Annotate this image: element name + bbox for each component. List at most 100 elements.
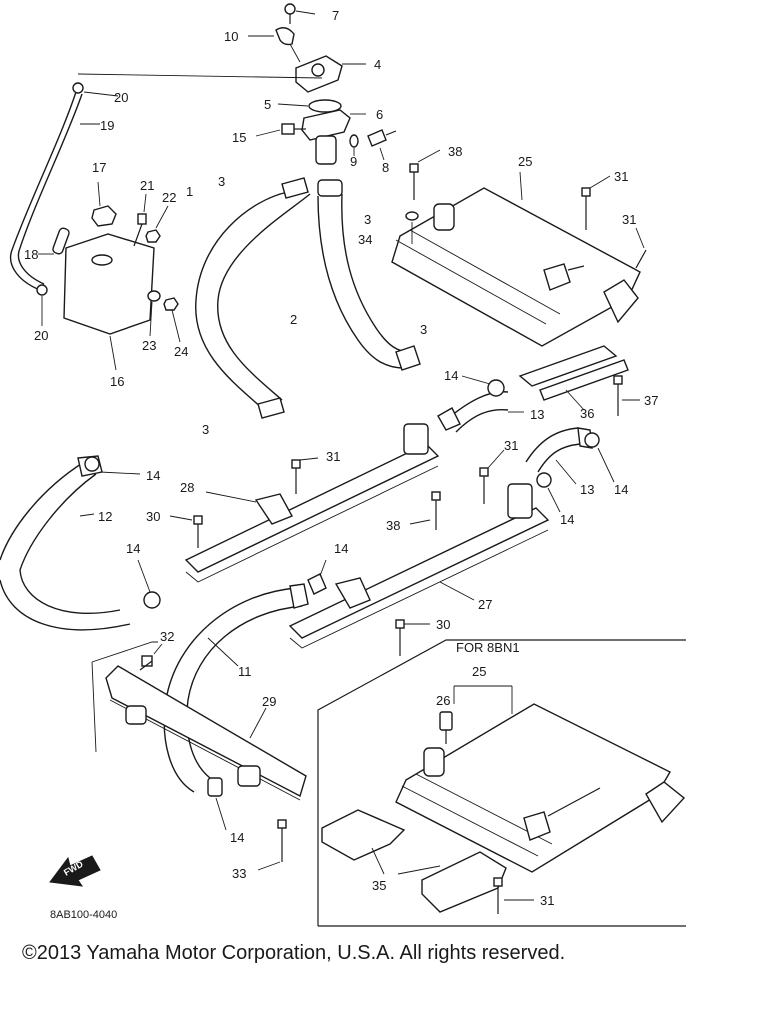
nut-part-22 [145, 205, 169, 243]
callout-14-mid: 14 [560, 512, 574, 527]
callout-21: 21 [140, 178, 154, 193]
clamp-part-14-upper [461, 375, 505, 397]
callout-19: 19 [100, 118, 114, 133]
hose-part-13-upper [437, 391, 524, 433]
callout-38-mid: 38 [386, 518, 400, 533]
callout-36: 36 [580, 406, 594, 421]
callout-12: 12 [98, 509, 112, 524]
bolt-part-30-mid [395, 619, 430, 656]
bolt-part-31-top-a [581, 175, 611, 230]
callout-14-left-top: 14 [146, 468, 160, 483]
clamp-part-14-left [137, 559, 161, 609]
clip-part-20-top [72, 82, 119, 97]
callout-13-upper: 13 [530, 407, 544, 422]
sensor-part-26 [439, 711, 453, 744]
callout-11: 11 [238, 664, 252, 679]
hose-part-19 [9, 91, 100, 291]
callout-3-b: 3 [364, 212, 371, 227]
callout-14-left: 14 [126, 541, 140, 556]
callout-37: 37 [644, 393, 658, 408]
bolt-part-31-mid [291, 457, 319, 494]
callout-35: 35 [372, 878, 386, 893]
callout-6: 6 [376, 107, 383, 122]
forward-arrow-icon [49, 855, 101, 887]
callout-23: 23 [142, 338, 156, 353]
callout-30-mid: 30 [436, 617, 450, 632]
callout-2: 2 [290, 312, 297, 327]
gasket-part-5 [277, 99, 342, 113]
callout-29: 29 [262, 694, 276, 709]
bolt-part-32 [139, 643, 163, 671]
cap-part-17 [91, 181, 117, 227]
clamp-part-14-bottom [207, 777, 227, 831]
callout-17: 17 [92, 160, 106, 175]
heat-exchanger-part-25 [391, 171, 641, 347]
callout-24: 24 [174, 344, 188, 359]
callout-5: 5 [264, 97, 271, 112]
bolt-part-15 [255, 123, 306, 137]
hose-part-18 [38, 227, 70, 255]
callout-13-lower: 13 [580, 482, 594, 497]
parts-diagram: 7 10 4 20 5 6 19 15 38 25 9 17 8 31 3 21… [0, 3, 686, 927]
hose-part-2 [317, 179, 421, 371]
clip-part-20-bottom [36, 284, 48, 326]
callout-34: 34 [358, 232, 372, 247]
callout-25-variant: 25 [472, 664, 486, 679]
callout-14-lower-mid: 14 [334, 541, 348, 556]
hose-part-13-lower [525, 427, 593, 485]
clamp-part-14-left-top [84, 456, 100, 472]
callout-32: 32 [160, 629, 174, 644]
leader-line-top [77, 73, 323, 79]
callout-33: 33 [232, 866, 246, 881]
callout-3-a: 3 [218, 174, 225, 189]
callout-22: 22 [162, 190, 176, 205]
callout-25-top: 25 [518, 154, 532, 169]
callout-28: 28 [180, 480, 194, 495]
bolt-part-33 [257, 819, 287, 871]
nut-part-24 [163, 297, 181, 343]
bolt-part-38-mid [409, 491, 441, 530]
callout-31-mid: 31 [326, 449, 340, 464]
hose-part-1 [195, 177, 311, 419]
heat-exchanger-part-25-variant [395, 703, 686, 873]
clamp-part-14-mid [536, 472, 561, 513]
plate-part-29 [91, 641, 307, 801]
callout-38-top: 38 [448, 144, 462, 159]
callout-3-d: 3 [202, 422, 209, 437]
clamp-part-14-lower-mid [307, 559, 327, 595]
grommet-part-23 [147, 290, 161, 337]
callout-31-right: 31 [622, 212, 636, 227]
bolt-part-30-left [169, 515, 203, 548]
callout-1: 1 [186, 184, 193, 199]
bracket-part-35 [321, 809, 507, 913]
callout-30-left: 30 [146, 509, 160, 524]
copyright-notice: ©2013 Yamaha Motor Corporation, U.S.A. A… [22, 942, 566, 964]
callout-31-mid-b: 31 [504, 438, 518, 453]
bolt-part-31-mid-b [479, 449, 505, 504]
callout-20-top: 20 [114, 90, 128, 105]
plate-part-27 [288, 483, 550, 649]
bolt-part-21 [133, 193, 147, 247]
thermostat-housing-part-6 [301, 109, 366, 165]
plate-part-28 [184, 423, 440, 583]
callout-20-bottom: 20 [34, 328, 48, 343]
clamp-part-10 [248, 27, 295, 46]
reservoir-tank-part-16 [63, 233, 155, 371]
hose-part-12 [0, 455, 141, 631]
callout-7: 7 [332, 8, 339, 23]
clamp-part-14-right [584, 432, 615, 483]
callout-31-top: 31 [614, 169, 628, 184]
washer-part-34 [405, 211, 419, 244]
callout-18: 18 [24, 247, 38, 262]
bolt-part-31-top-b [635, 227, 647, 269]
callout-8: 8 [382, 160, 389, 175]
callout-9: 9 [350, 154, 357, 169]
callout-14-right: 14 [614, 482, 628, 497]
callout-26: 26 [436, 693, 450, 708]
washer-part-9 [349, 134, 359, 156]
callout-3-c: 3 [420, 322, 427, 337]
callout-15: 15 [232, 130, 246, 145]
variant-inset-frame [317, 639, 686, 927]
callout-31-variant: 31 [540, 893, 554, 908]
bolt-part-38-top [409, 149, 441, 200]
